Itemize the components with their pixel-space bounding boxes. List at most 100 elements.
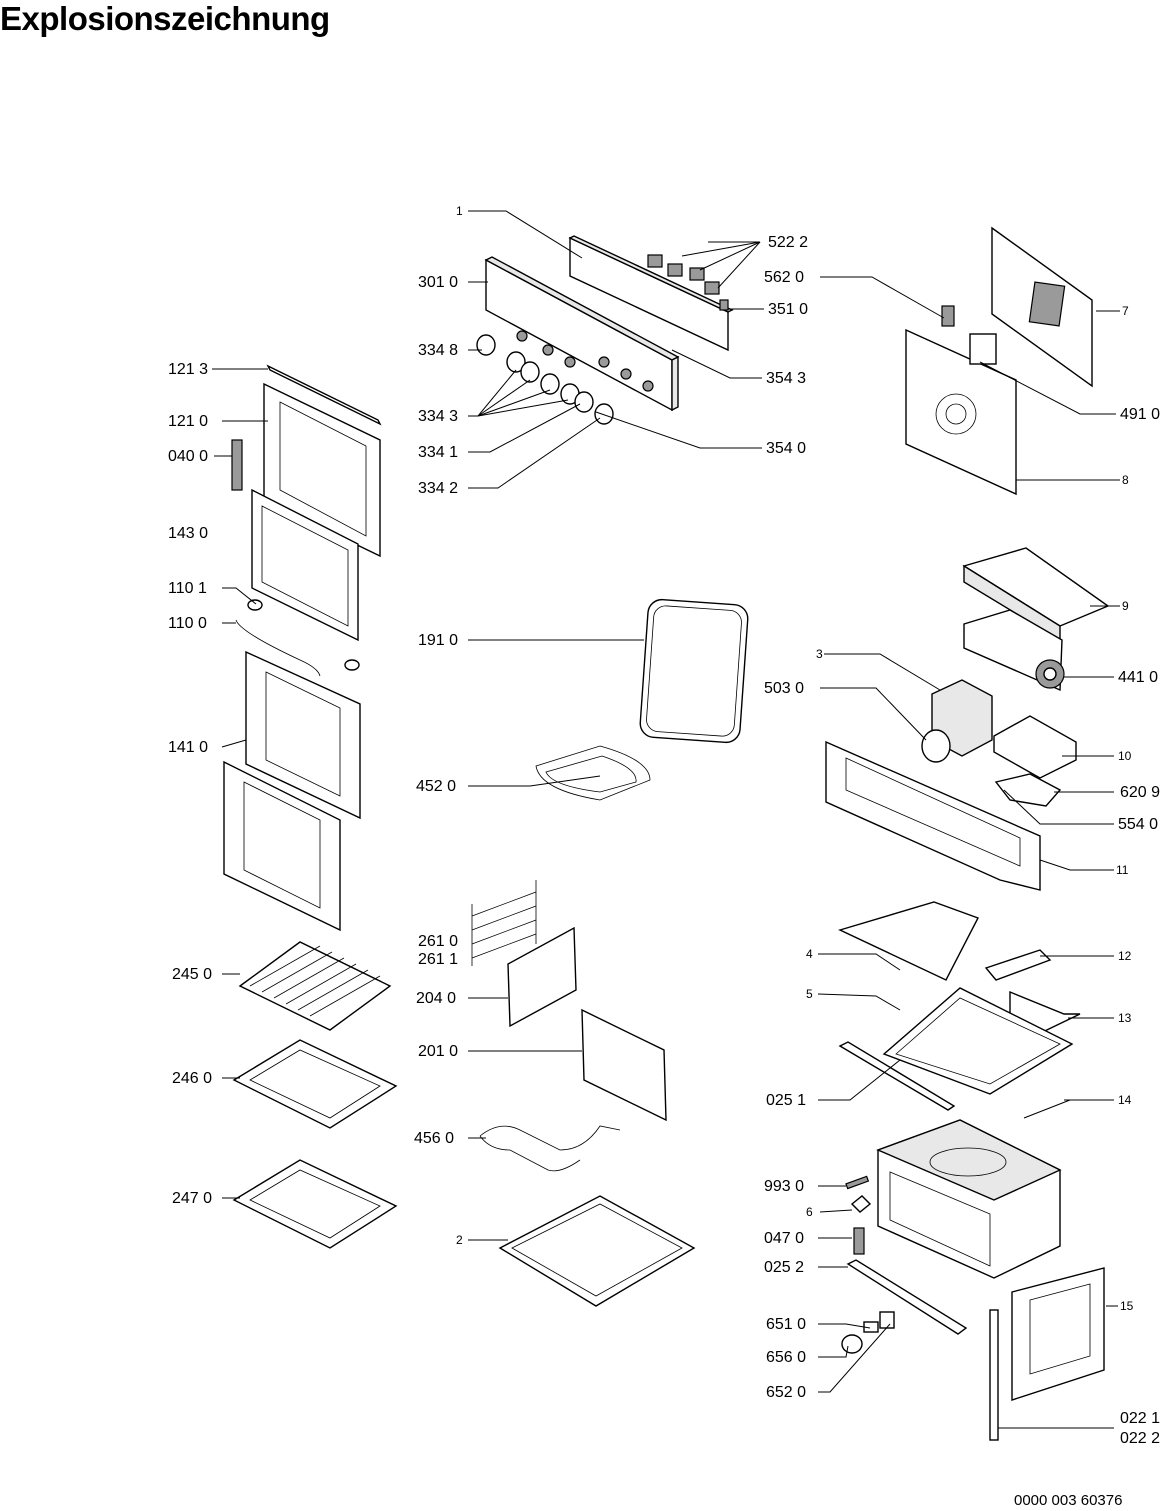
label-5: 5 <box>806 987 813 1001</box>
label-3543: 354 3 <box>766 370 806 387</box>
label-3540: 354 0 <box>766 440 806 457</box>
label-6560: 656 0 <box>766 1349 806 1366</box>
label-3341: 334 1 <box>418 444 458 461</box>
label-0222: 022 2 <box>1120 1430 1160 1447</box>
label-5620: 562 0 <box>764 269 804 286</box>
bottom-panel <box>498 1195 696 1307</box>
label-2450: 245 0 <box>172 966 212 983</box>
right-lower-parts <box>838 901 1105 1441</box>
right-middle-parts <box>825 547 1110 891</box>
bracket-12 <box>984 949 1052 981</box>
label-6510: 651 0 <box>766 1316 806 1333</box>
label-14: 14 <box>1118 1093 1132 1107</box>
label-2470: 247 0 <box>172 1190 212 1207</box>
door-assembly <box>223 364 382 932</box>
control-panel-group <box>476 235 734 425</box>
label-5222: 522 2 <box>768 234 808 251</box>
label-2460: 246 0 <box>172 1070 212 1087</box>
label-2040: 204 0 <box>416 990 456 1007</box>
leader-lines <box>212 210 1120 1429</box>
right-upper-parts <box>905 226 1093 496</box>
lamp-holder <box>879 1311 895 1329</box>
door-glass-outer <box>245 650 361 820</box>
inner-door-frame <box>251 488 359 642</box>
label-1430: 143 0 <box>168 525 208 542</box>
label-3510: 351 0 <box>768 301 808 318</box>
side-panel <box>507 926 577 1028</box>
label-6520: 652 0 <box>766 1384 806 1401</box>
label-3342: 334 2 <box>418 480 458 497</box>
hinge-receiver <box>853 1227 865 1255</box>
oven-seal <box>639 598 749 744</box>
side-rail-0252 <box>846 1259 968 1335</box>
control-module <box>994 773 1062 807</box>
front-frame <box>825 740 1041 891</box>
label-1: 1 <box>456 204 463 218</box>
heat-shield <box>838 901 979 981</box>
label-0221: 022 1 <box>1120 1410 1160 1427</box>
label-7: 7 <box>1122 304 1129 318</box>
label-2010: 201 0 <box>418 1043 458 1060</box>
door-glass-inner <box>223 760 341 932</box>
label-1100: 110 0 <box>168 615 207 632</box>
side-strip <box>989 1309 999 1441</box>
racks-trays <box>232 941 398 1249</box>
label-4520: 452 0 <box>416 778 456 795</box>
clip <box>850 1195 872 1213</box>
roasting-tray <box>232 1159 398 1249</box>
label-0470: 047 0 <box>764 1230 804 1247</box>
label-6209: 620 9 <box>1120 784 1160 801</box>
label-1101: 110 1 <box>168 580 207 597</box>
label-4: 4 <box>806 947 813 961</box>
label-12: 12 <box>1118 949 1132 963</box>
page-title: Explosionszeichnung <box>0 0 330 37</box>
label-1210: 121 0 <box>168 413 208 430</box>
middle-parts <box>471 598 749 1307</box>
fan-panel <box>905 328 1017 496</box>
shelf-support <box>471 880 537 966</box>
label-1910: 191 0 <box>418 632 458 649</box>
label-11: 11 <box>1116 863 1129 877</box>
label-0400: 040 0 <box>168 448 208 465</box>
label-2611: 261 1 <box>418 951 458 968</box>
bottom-element <box>479 1125 621 1172</box>
label-9930: 993 0 <box>764 1178 804 1195</box>
label-1213: 121 3 <box>168 361 208 378</box>
label-2610: 261 0 <box>418 933 458 950</box>
control-knobs <box>476 334 614 425</box>
lamp-cover <box>841 1334 863 1354</box>
top-plate <box>882 987 1074 1095</box>
label-8: 8 <box>1122 473 1129 487</box>
fan-motor <box>921 729 951 763</box>
label-1410: 141 0 <box>168 739 208 756</box>
hinge <box>231 439 243 491</box>
baking-tray <box>232 1039 398 1129</box>
label-3: 3 <box>816 647 823 661</box>
label-13: 13 <box>1118 1011 1132 1025</box>
document-number: 0000 003 60376 <box>1014 1492 1123 1509</box>
label-4410: 441 0 <box>1118 669 1158 686</box>
label-0251: 025 1 <box>766 1092 806 1109</box>
label-5540: 554 0 <box>1118 816 1158 833</box>
door-seal-frame <box>1011 1267 1105 1401</box>
label-3348: 334 8 <box>418 342 458 359</box>
label-6: 6 <box>806 1205 813 1219</box>
label-3343: 334 3 <box>418 408 458 425</box>
part-labels: 1 522 2 562 0 301 0 351 0 7 334 8 354 3 … <box>168 204 1160 1447</box>
label-0252: 025 2 <box>764 1259 804 1276</box>
wire-rack <box>238 941 392 1031</box>
circuit-board <box>993 715 1077 779</box>
label-15: 15 <box>1120 1299 1134 1313</box>
label-5030: 503 0 <box>764 680 804 697</box>
label-2: 2 <box>456 1233 463 1247</box>
label-4910: 491 0 <box>1120 406 1160 423</box>
label-10: 10 <box>1118 749 1132 763</box>
label-4560: 456 0 <box>414 1130 454 1147</box>
label-3010: 301 0 <box>418 274 458 291</box>
rod-14 <box>1023 1099 1071 1119</box>
side-rail-0251 <box>838 1041 956 1111</box>
label-9: 9 <box>1122 599 1129 613</box>
back-panel <box>581 1008 667 1122</box>
grill-element <box>535 745 651 801</box>
